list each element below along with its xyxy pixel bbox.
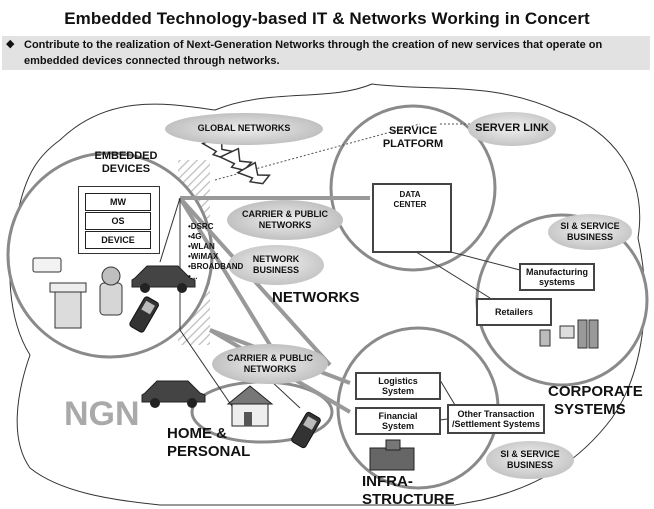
home-personal-heading: HOME & PERSONAL [167, 425, 251, 460]
car-icon-home [141, 380, 206, 408]
subtitle-text: Contribute to the realization of Next-Ge… [24, 39, 603, 67]
stack-mw: MW [85, 193, 151, 211]
service-platform-heading: SERVICE PLATFORM [382, 125, 444, 150]
carrier-public-cloud-top [227, 200, 343, 240]
mobile-phone-icon-home [291, 411, 321, 449]
infrastructure-heading: INFRA- STRUCTURE [362, 473, 455, 508]
house-icon [226, 385, 274, 427]
network-business-oval [228, 245, 324, 285]
building-icon [369, 439, 415, 471]
global-networks-label: GLOBAL NETWORKS [197, 123, 291, 133]
appliance-icon [99, 266, 123, 316]
page-title: Embedded Technology-based IT & Networks … [64, 9, 590, 28]
si-service-oval-bottom [486, 441, 574, 479]
server-link-oval [468, 112, 556, 146]
corporate-server-icon [539, 319, 599, 349]
network-technology-list: •DSRC •4G •WLAN •WiMAX •BROADBAND •... [188, 222, 244, 281]
other-transaction-box: Other Transaction/Settlement Systems [447, 404, 545, 434]
router-icon [32, 257, 62, 273]
carrier-public-cloud-bottom [212, 344, 328, 384]
global-networks-cloud [165, 113, 323, 145]
networks-label: NETWORKS [272, 289, 360, 306]
mobile-phone-icon-embedded [129, 296, 159, 333]
car-icon-embedded [131, 265, 196, 293]
stack-os: OS [85, 212, 151, 230]
printer-icon [49, 282, 87, 329]
embedded-devices-heading: EMBEDDED DEVICES [94, 150, 158, 175]
data-center-box [372, 183, 452, 253]
retailers-box: Retailers [476, 298, 552, 326]
diamond-bullet-icon: ◆ [6, 38, 15, 50]
carrier-public-label-bottom: CARRIER & PUBLIC NETWORKS [226, 353, 313, 374]
ngn-label: NGN [64, 395, 140, 433]
si-service-oval-top [548, 214, 632, 250]
server-link-label: SERVER LINK [475, 122, 549, 134]
stack-device: DEVICE [85, 231, 151, 249]
subtitle-bar [2, 36, 650, 70]
si-service-label-top: SI & SERVICE BUSINESS [560, 221, 620, 242]
data-center-label: DATA CENTER [393, 190, 427, 209]
network-business-label: NETWORK BUSINESS [252, 254, 300, 275]
si-service-label-bottom: SI & SERVICE BUSINESS [500, 449, 560, 470]
corporate-systems-heading: CORPORATE SYSTEMS [548, 383, 643, 418]
carrier-public-label-top: CARRIER & PUBLIC NETWORKS [241, 209, 328, 230]
embedded-devices-circle [6, 151, 214, 359]
